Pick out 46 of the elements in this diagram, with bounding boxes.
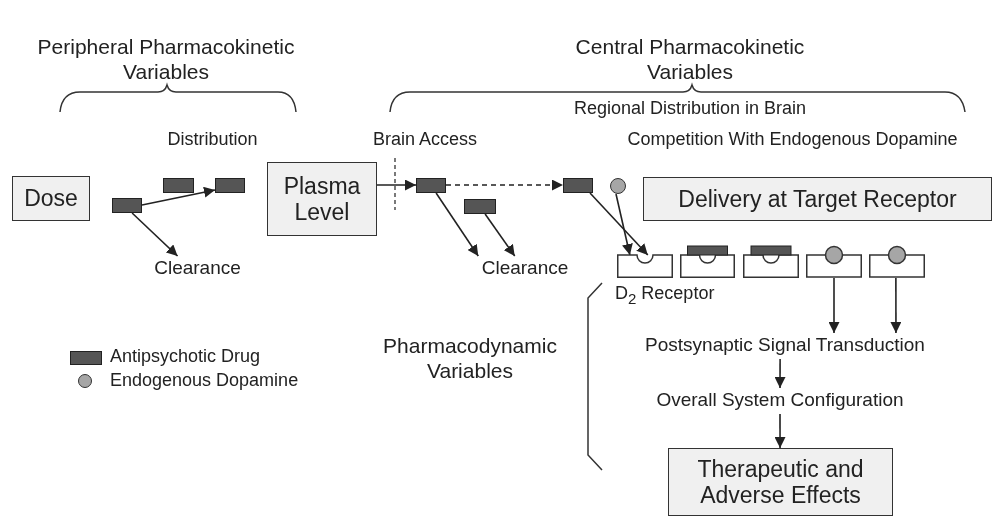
process-box <box>267 162 377 236</box>
arrow <box>774 413 786 449</box>
text-label: Regional Distribution in Brain <box>572 98 808 120</box>
process-box <box>643 177 992 221</box>
text-label: Brain Access <box>371 129 478 151</box>
box-label: Plasma Level <box>282 172 362 226</box>
receptor-drawing <box>680 245 735 278</box>
box-label: Dose <box>24 185 78 212</box>
text-label: Pharmacodynamic Variables <box>382 333 558 384</box>
step-label: Overall System Configuration <box>630 388 930 414</box>
receptor-drawing <box>743 245 799 278</box>
arrow <box>828 277 840 334</box>
drug-block <box>112 198 142 213</box>
arrow <box>890 277 902 334</box>
arrow <box>774 358 786 389</box>
box-label: Therapeutic and Adverse Effects <box>696 455 865 509</box>
step-label: Clearance <box>468 256 582 280</box>
legend-label: Endogenous Dopamine <box>110 370 299 392</box>
drug-block <box>464 199 496 214</box>
process-box <box>12 176 90 221</box>
text-label: Central Pharmacokinetic Variables <box>574 34 806 85</box>
box-label: Delivery at Target Receptor <box>678 185 957 213</box>
dopamine-circle <box>610 178 626 194</box>
text-label: Peripheral Pharmacokinetic Variables <box>36 34 296 85</box>
arrow <box>376 179 417 191</box>
legend-label: Antipsychotic Drug <box>110 346 261 368</box>
arrow <box>131 212 179 257</box>
arrow <box>141 186 216 206</box>
step-label: Clearance <box>145 256 250 280</box>
text-label: Competition With Endogenous Dopamine <box>626 129 959 151</box>
receptor-drawing <box>617 255 673 278</box>
arrow <box>435 192 480 257</box>
process-box <box>668 448 893 516</box>
text-label: Distribution <box>166 129 259 151</box>
arrow <box>484 213 516 257</box>
arrow <box>589 192 649 256</box>
drug-block <box>416 178 446 193</box>
receptor-drawing <box>869 244 925 278</box>
drug-block <box>215 178 245 193</box>
arrow <box>615 193 633 256</box>
drug-block <box>163 178 194 193</box>
receptor-drawing <box>806 244 862 278</box>
step-label: Postsynaptic Signal Transduction <box>610 333 960 359</box>
text-label: D$_{2}$ Receptor <box>615 283 716 308</box>
drug-block <box>563 178 593 193</box>
arrow <box>445 179 564 191</box>
